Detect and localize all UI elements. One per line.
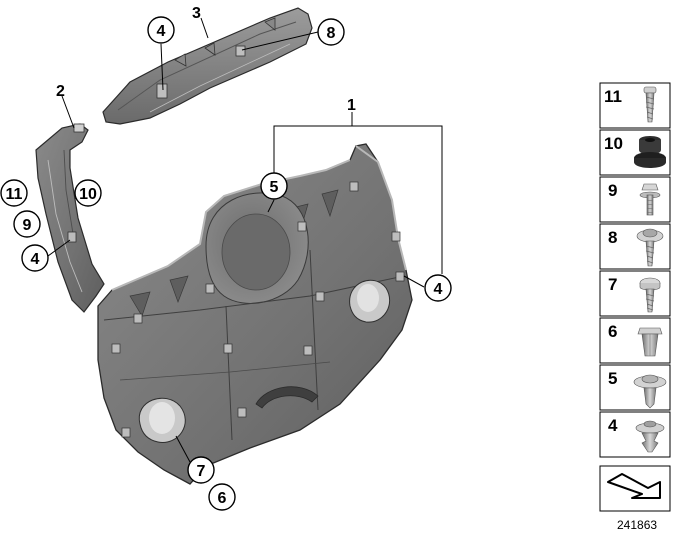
legend-label-5: 5: [608, 369, 617, 388]
svg-text:4: 4: [31, 251, 40, 268]
tailgate-trim-panel: [97, 143, 413, 485]
svg-text:7: 7: [197, 463, 206, 480]
expanding-nut-icon: [637, 327, 663, 357]
svg-text:4: 4: [157, 23, 166, 40]
clip-8a: [156, 83, 168, 99]
callout-8: 8: [317, 18, 345, 46]
svg-text:9: 9: [23, 217, 32, 234]
screw-icon: [643, 86, 657, 123]
push-clip-icon: [633, 374, 667, 409]
svg-text:4: 4: [434, 281, 443, 298]
legend-label-8: 8: [608, 228, 617, 247]
callout-10: 10: [74, 179, 102, 207]
upper-trim-strip: [102, 7, 313, 125]
part-label-3: 3: [192, 5, 201, 22]
callout-4-top: 4: [147, 16, 175, 44]
leader-lines: [47, 17, 443, 463]
legend-label-10: 10: [604, 134, 623, 153]
part-label-2: 2: [56, 83, 65, 100]
button-screw-icon: [639, 277, 661, 313]
part-label-1: 1: [347, 97, 356, 114]
svg-text:11: 11: [6, 186, 23, 203]
clip-8b: [235, 45, 246, 57]
reference-arrow-icon: [607, 473, 661, 499]
bolt-icon: [639, 183, 661, 216]
legend-label-11: 11: [604, 87, 622, 106]
grommet-icon: [634, 136, 666, 168]
legend-label-7: 7: [608, 275, 617, 294]
callout-7: 7: [187, 456, 215, 484]
callout-4-right: 4: [424, 274, 452, 302]
flange-screw-icon: [636, 228, 664, 267]
legend-label-6: 6: [608, 322, 617, 341]
callout-9: 9: [13, 210, 41, 238]
hardware-legend: [599, 82, 671, 512]
diagram-reference-number: 241863: [617, 518, 657, 532]
svg-text:5: 5: [270, 179, 279, 196]
legend-label-4: 4: [608, 416, 618, 435]
callout-4-left: 4: [21, 244, 49, 272]
legend-label-9: 9: [608, 181, 617, 200]
svg-text:10: 10: [79, 186, 97, 203]
tree-clip-icon: [635, 420, 665, 453]
left-pillar-trim: [35, 123, 105, 313]
callout-6: 6: [208, 483, 236, 511]
callout-5: 5: [260, 172, 288, 200]
svg-text:6: 6: [218, 490, 227, 507]
callout-11: 11: [0, 179, 28, 207]
svg-text:8: 8: [327, 25, 336, 42]
